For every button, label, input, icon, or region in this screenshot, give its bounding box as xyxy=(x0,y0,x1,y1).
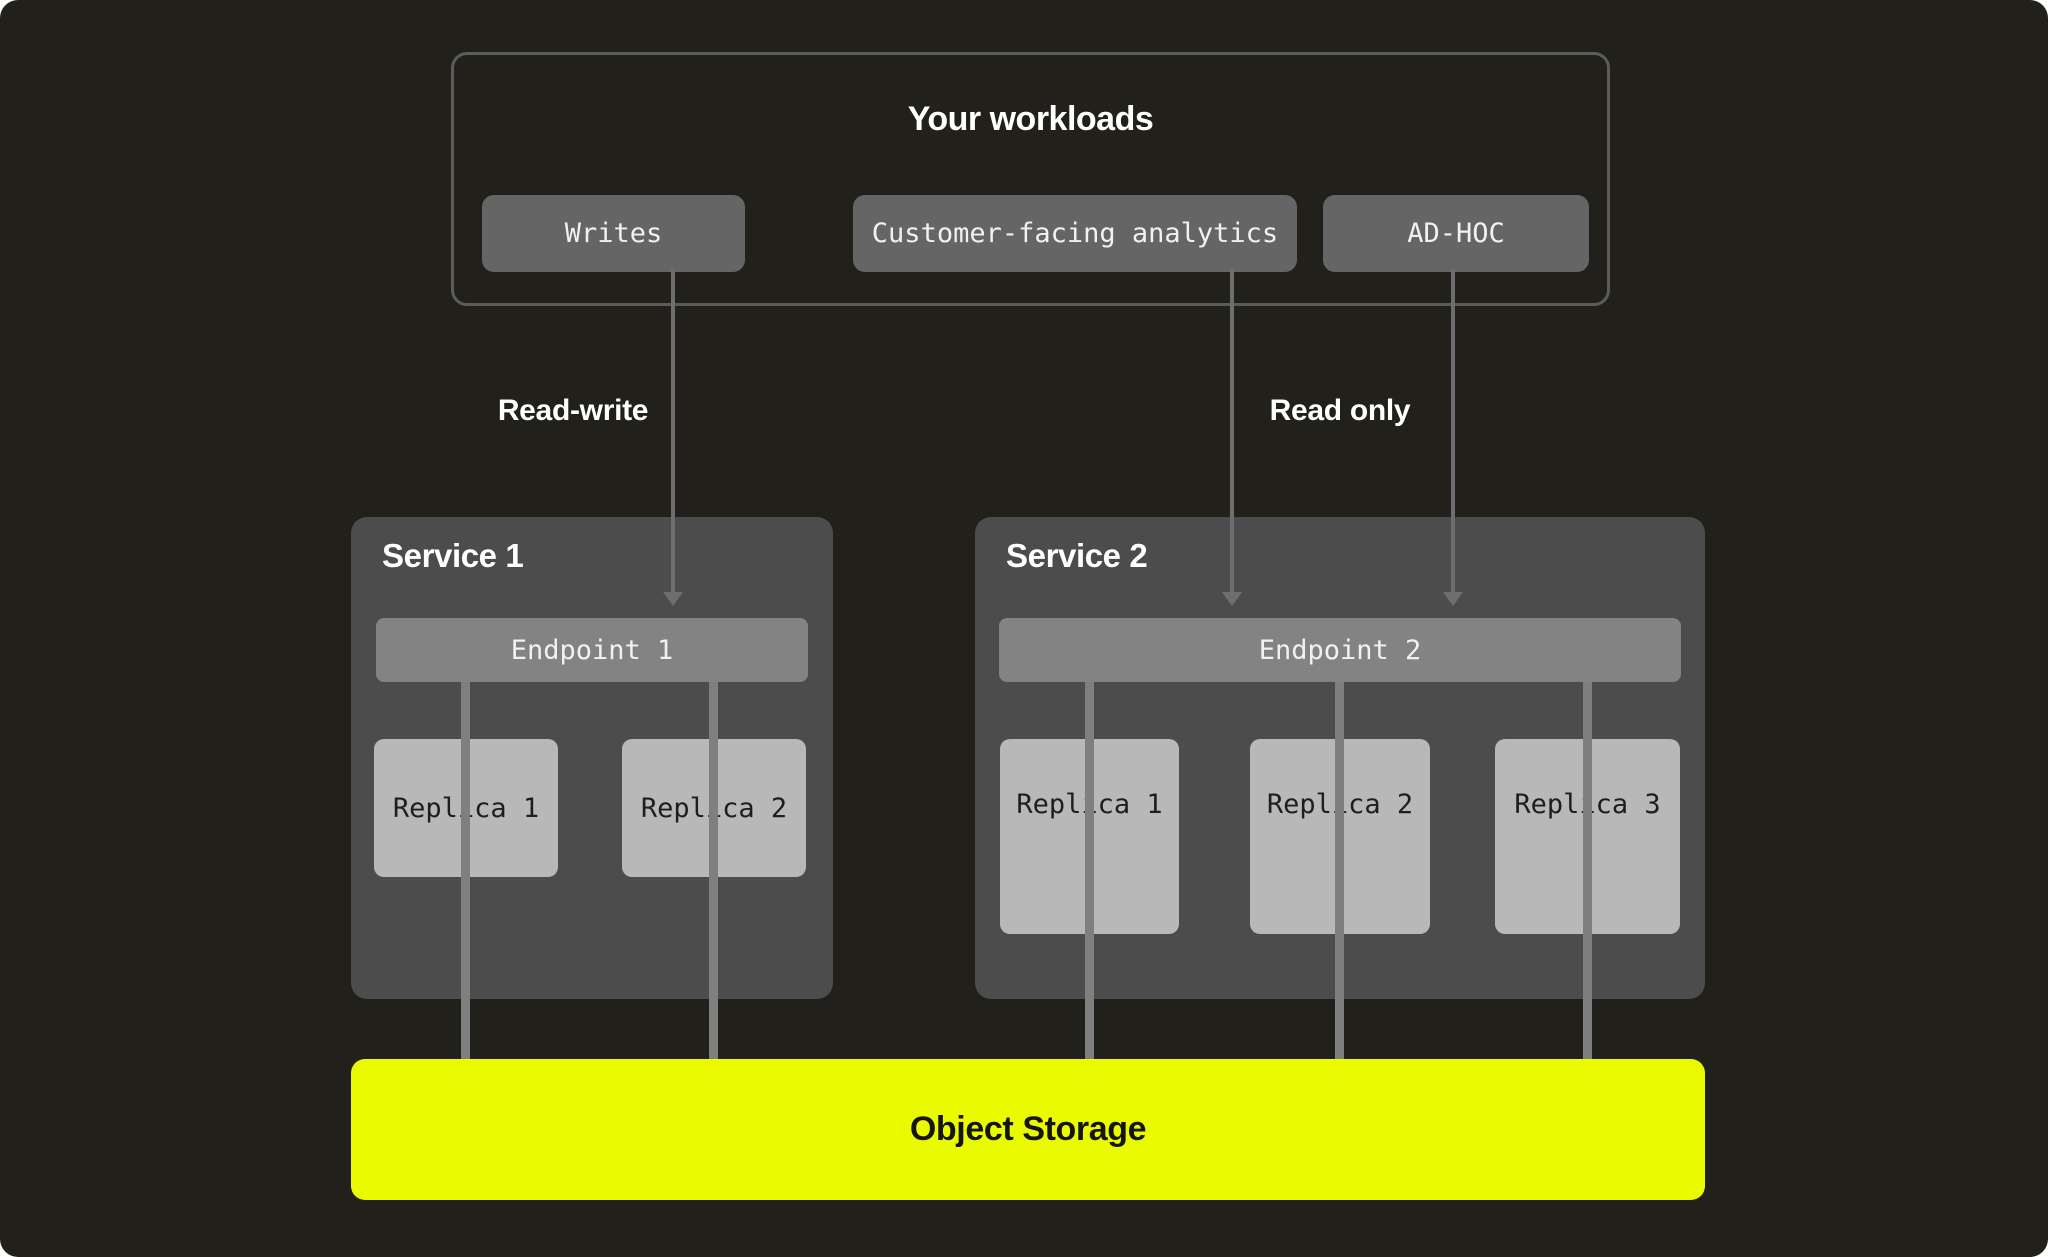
arrowhead-writes-icon xyxy=(663,592,683,606)
connector-adhoc-to-endpoint2 xyxy=(1451,269,1455,592)
service-2-endpoint: Endpoint 2 xyxy=(999,618,1681,682)
connector-writes-to-endpoint1 xyxy=(671,269,675,592)
arrowhead-adhoc-icon xyxy=(1443,592,1463,606)
connector-analytics-to-endpoint2 xyxy=(1230,269,1234,592)
line-s2-replica1-to-storage xyxy=(1085,682,1094,1059)
service-1-title: Service 1 xyxy=(382,537,524,574)
read-write-label: Read-write xyxy=(497,394,649,427)
read-only-label: Read only xyxy=(1269,394,1411,427)
your-workloads-group: Your workloads Writes Customer-facing an… xyxy=(451,52,1610,306)
line-s2-replica2-to-storage xyxy=(1335,682,1344,1059)
workload-ad-hoc: AD-HOC xyxy=(1323,195,1589,272)
workload-customer-facing-analytics: Customer-facing analytics xyxy=(853,195,1297,272)
workload-writes: Writes xyxy=(482,195,745,272)
arrowhead-analytics-icon xyxy=(1222,592,1242,606)
line-s1-replica2-to-storage xyxy=(709,682,718,1059)
service-1-endpoint: Endpoint 1 xyxy=(376,618,808,682)
object-storage-bar: Object Storage xyxy=(351,1059,1705,1200)
line-s2-replica3-to-storage xyxy=(1583,682,1592,1059)
line-s1-replica1-to-storage xyxy=(461,682,470,1059)
workloads-title: Your workloads xyxy=(907,100,1154,138)
service-2-title: Service 2 xyxy=(1006,537,1148,574)
service-1-box: Service 1 Endpoint 1 Replica 1 Replica 2 xyxy=(351,517,833,999)
